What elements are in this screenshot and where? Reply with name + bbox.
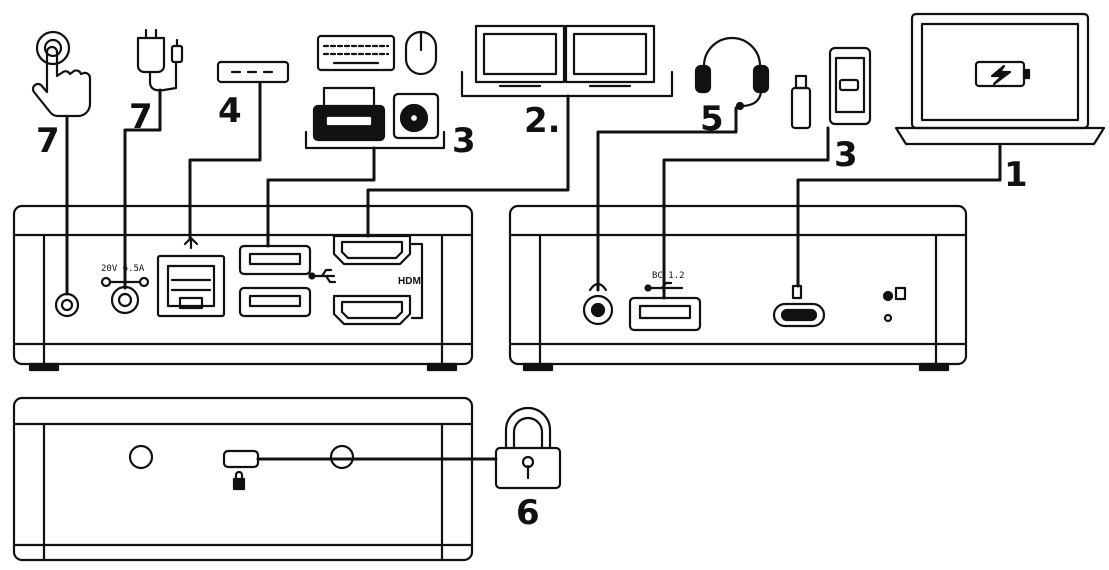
callout-lock: 6 <box>516 493 540 533</box>
bc12-label: BC 1.2 <box>652 271 685 281</box>
callout-monitors: 2. <box>524 101 561 141</box>
kensington-lock-slot <box>222 449 260 491</box>
headset-icon <box>694 36 770 111</box>
callout-usb-peripherals: 3 <box>452 121 476 161</box>
power-rating-label: 20V 6.5A <box>101 264 145 274</box>
hand-press-icon <box>31 30 92 118</box>
callout-power-adapter: 7 <box>129 97 153 137</box>
screw-hole-left <box>128 444 154 470</box>
cable-ethernet <box>188 82 262 240</box>
padlock-icon <box>494 406 562 490</box>
cable-usb-peripherals <box>266 146 376 248</box>
hdmi-label: HDMI <box>398 276 424 287</box>
hdmi-port-upper <box>332 234 412 266</box>
dual-monitor-icon <box>460 24 674 98</box>
usb-c-port <box>772 284 826 328</box>
ethernet-port <box>156 236 226 318</box>
usb-symbol-icon <box>308 268 337 284</box>
callout-headset: 5 <box>700 99 724 139</box>
callout-laptop: 1 <box>1004 155 1028 195</box>
callout-power-button: 7 <box>36 121 60 161</box>
laptop-icon <box>894 12 1106 146</box>
power-adapter-icon <box>136 28 184 92</box>
usb-a-front-port <box>628 296 702 332</box>
cable-laptop <box>796 144 1002 288</box>
hdmi-bracket <box>410 242 424 320</box>
smartphone-icon <box>828 46 872 126</box>
usb-a-port-upper <box>238 244 312 276</box>
network-device-icon <box>216 60 290 84</box>
keyboard-icon <box>316 34 396 72</box>
cable-power-adapter <box>123 88 162 290</box>
callout-usb-front: 3 <box>834 135 858 175</box>
callout-ethernet: 4 <box>218 91 242 131</box>
dock-side-panel <box>12 396 474 562</box>
disc-drive-icon <box>392 92 440 140</box>
cable-headset <box>596 106 738 292</box>
cable-usb-front <box>662 126 830 300</box>
screw-hole-right <box>329 444 355 470</box>
cable-monitors <box>366 94 570 238</box>
dock-front-panel <box>508 204 968 372</box>
status-led-icon <box>882 286 907 323</box>
usb-stick-icon <box>790 74 812 130</box>
power-button-port <box>54 292 80 318</box>
printer-icon <box>312 86 386 142</box>
hdmi-port-lower <box>332 294 412 326</box>
mouse-icon <box>404 30 438 76</box>
usb-a-port-lower <box>238 286 312 318</box>
connection-lines <box>65 82 1002 461</box>
